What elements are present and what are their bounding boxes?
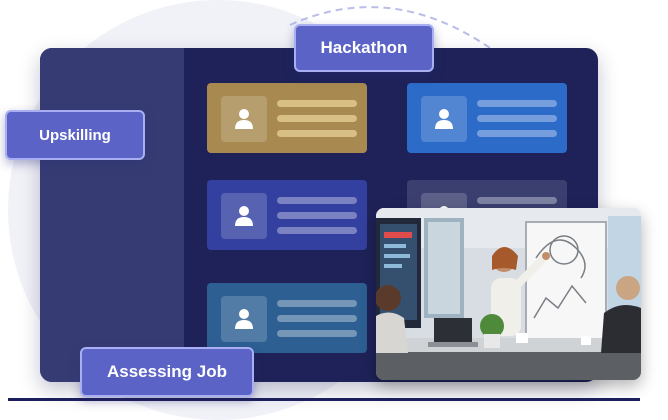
user-icon (235, 309, 253, 329)
placeholder-line (477, 130, 557, 137)
placeholder-line (277, 212, 357, 219)
user-icon (435, 109, 453, 129)
sidebar (40, 48, 184, 382)
placeholder-line (477, 115, 557, 122)
classroom-photo (376, 208, 641, 380)
profile-card-indigo[interactable] (207, 180, 367, 250)
placeholder-line (277, 100, 357, 107)
tag-hackathon[interactable]: Hackathon (294, 24, 434, 72)
user-icon (235, 206, 253, 226)
tag-upskilling[interactable]: Upskilling (5, 110, 145, 160)
profile-card-gold[interactable] (207, 83, 367, 153)
avatar (421, 96, 467, 142)
avatar (221, 96, 267, 142)
placeholder-line (277, 130, 357, 137)
profile-card-blue[interactable] (407, 83, 567, 153)
dashed-arc-decoration (289, 6, 491, 49)
avatar (221, 193, 267, 239)
placeholder-line (477, 100, 557, 107)
placeholder-line (277, 197, 357, 204)
placeholder-line (277, 300, 357, 307)
placeholder-line (477, 197, 557, 204)
tag-assessing-job[interactable]: Assessing Job (80, 347, 254, 397)
user-icon (235, 109, 253, 129)
classroom-illustration (376, 208, 641, 380)
placeholder-line (277, 227, 357, 234)
placeholder-line (277, 115, 357, 122)
placeholder-line (277, 330, 357, 337)
avatar (221, 296, 267, 342)
placeholder-line (277, 315, 357, 322)
profile-card-teal[interactable] (207, 283, 367, 353)
bottom-divider (8, 398, 640, 401)
